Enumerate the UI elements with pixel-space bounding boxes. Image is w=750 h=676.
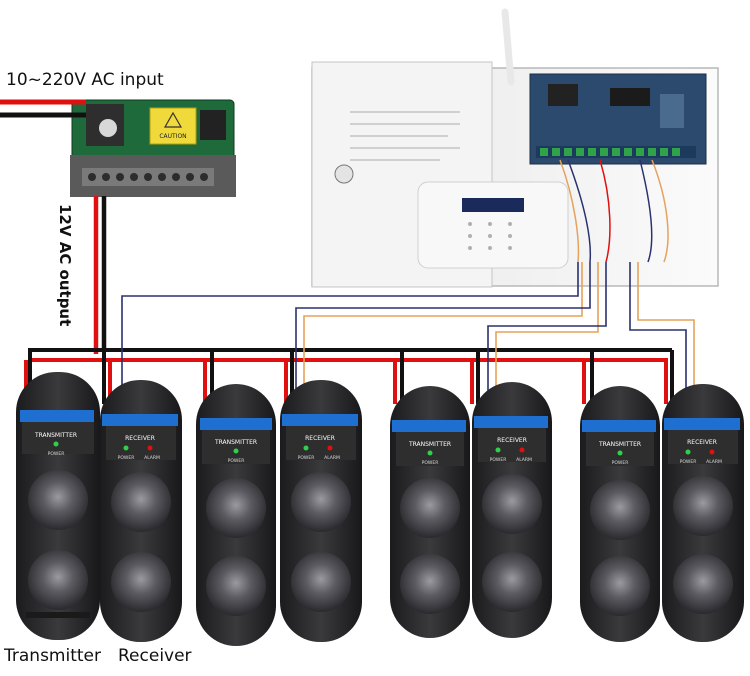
svg-text:ALARM: ALARM [324, 455, 340, 461]
svg-text:CAUTION: CAUTION [159, 133, 186, 140]
drop-wires [24, 350, 674, 404]
panel-lock [334, 164, 354, 184]
svg-text:POWER: POWER [422, 460, 439, 466]
lens [400, 554, 460, 614]
svg-text:RECEIVER: RECEIVER [497, 437, 527, 444]
svg-text:ALARM: ALARM [144, 455, 160, 461]
panel-internal-wires [559, 159, 669, 263]
svg-text:POWER: POWER [48, 451, 65, 457]
svg-text:RECEIVER: RECEIVER [687, 439, 717, 446]
alarm-control-panel [311, 8, 719, 288]
lens [673, 476, 733, 536]
svg-text:ALARM: ALARM [516, 457, 532, 463]
transmitter-unit-1: TRANSMITTER POWER [16, 372, 100, 640]
terminal-block [474, 416, 548, 428]
lens [291, 472, 351, 532]
svg-text:TRANSMITTER: TRANSMITTER [598, 441, 641, 448]
svg-text:RECEIVER: RECEIVER [305, 435, 335, 442]
ac-input-label: 10~220V AC input [6, 70, 164, 90]
svg-text:POWER: POWER [612, 460, 629, 466]
svg-text:TRANSMITTER: TRANSMITTER [408, 441, 451, 448]
lens [28, 550, 88, 610]
lens [482, 552, 542, 612]
svg-text:POWER: POWER [490, 457, 507, 463]
lens [111, 552, 171, 612]
svg-text:TRANSMITTER: TRANSMITTER [214, 439, 257, 446]
signal-wires [121, 262, 695, 414]
ac-input-wires [0, 99, 86, 118]
panel-pcb [529, 73, 707, 165]
receiver-unit-4: RECEIVER POWER ALARM [662, 384, 744, 642]
transmitter-unit-3: TRANSMITTER POWER [390, 386, 470, 638]
lens [482, 474, 542, 534]
lens [111, 472, 171, 532]
antenna [501, 8, 515, 86]
terminal-block [664, 418, 740, 430]
terminal-block [392, 420, 466, 432]
lens [28, 470, 88, 530]
svg-text:POWER: POWER [118, 455, 135, 461]
caution-sticker: CAUTION [159, 111, 187, 140]
svg-text:ALARM: ALARM [706, 459, 722, 465]
lens [590, 556, 650, 616]
lens [206, 478, 266, 538]
ac-output-label: 12V AC output [56, 204, 74, 327]
wiring-label-printout [350, 111, 460, 161]
terminal-block [200, 418, 272, 430]
receiver-unit-3: RECEIVER POWER ALARM [472, 382, 552, 638]
power-supply-unit: CAUTION [70, 99, 236, 197]
terminal-block [282, 414, 358, 426]
power-bus [28, 196, 672, 362]
receiver-label: Receiver [118, 646, 192, 666]
svg-text:RECEIVER: RECEIVER [125, 435, 155, 442]
transmitter-unit-4: TRANSMITTER POWER [580, 386, 660, 642]
svg-text:POWER: POWER [298, 455, 315, 461]
psu-terminal-block [82, 168, 214, 186]
receiver-unit-2: RECEIVER POWER ALARM [280, 380, 362, 642]
transmitter-unit-2: TRANSMITTER POWER [196, 384, 276, 646]
terminal-block [582, 420, 656, 432]
lens [206, 556, 266, 616]
keypad [417, 181, 569, 269]
transmitter-label: Transmitter [4, 646, 101, 666]
lens [400, 478, 460, 538]
terminal-block [102, 414, 178, 426]
svg-text:POWER: POWER [680, 459, 697, 465]
svg-text:POWER: POWER [228, 458, 245, 464]
svg-text:TRANSMITTER: TRANSMITTER [34, 432, 77, 439]
lens [291, 552, 351, 612]
lens [673, 554, 733, 614]
receiver-unit-1: RECEIVER POWER ALARM [100, 380, 182, 642]
terminal-block [20, 410, 94, 422]
lens [590, 480, 650, 540]
